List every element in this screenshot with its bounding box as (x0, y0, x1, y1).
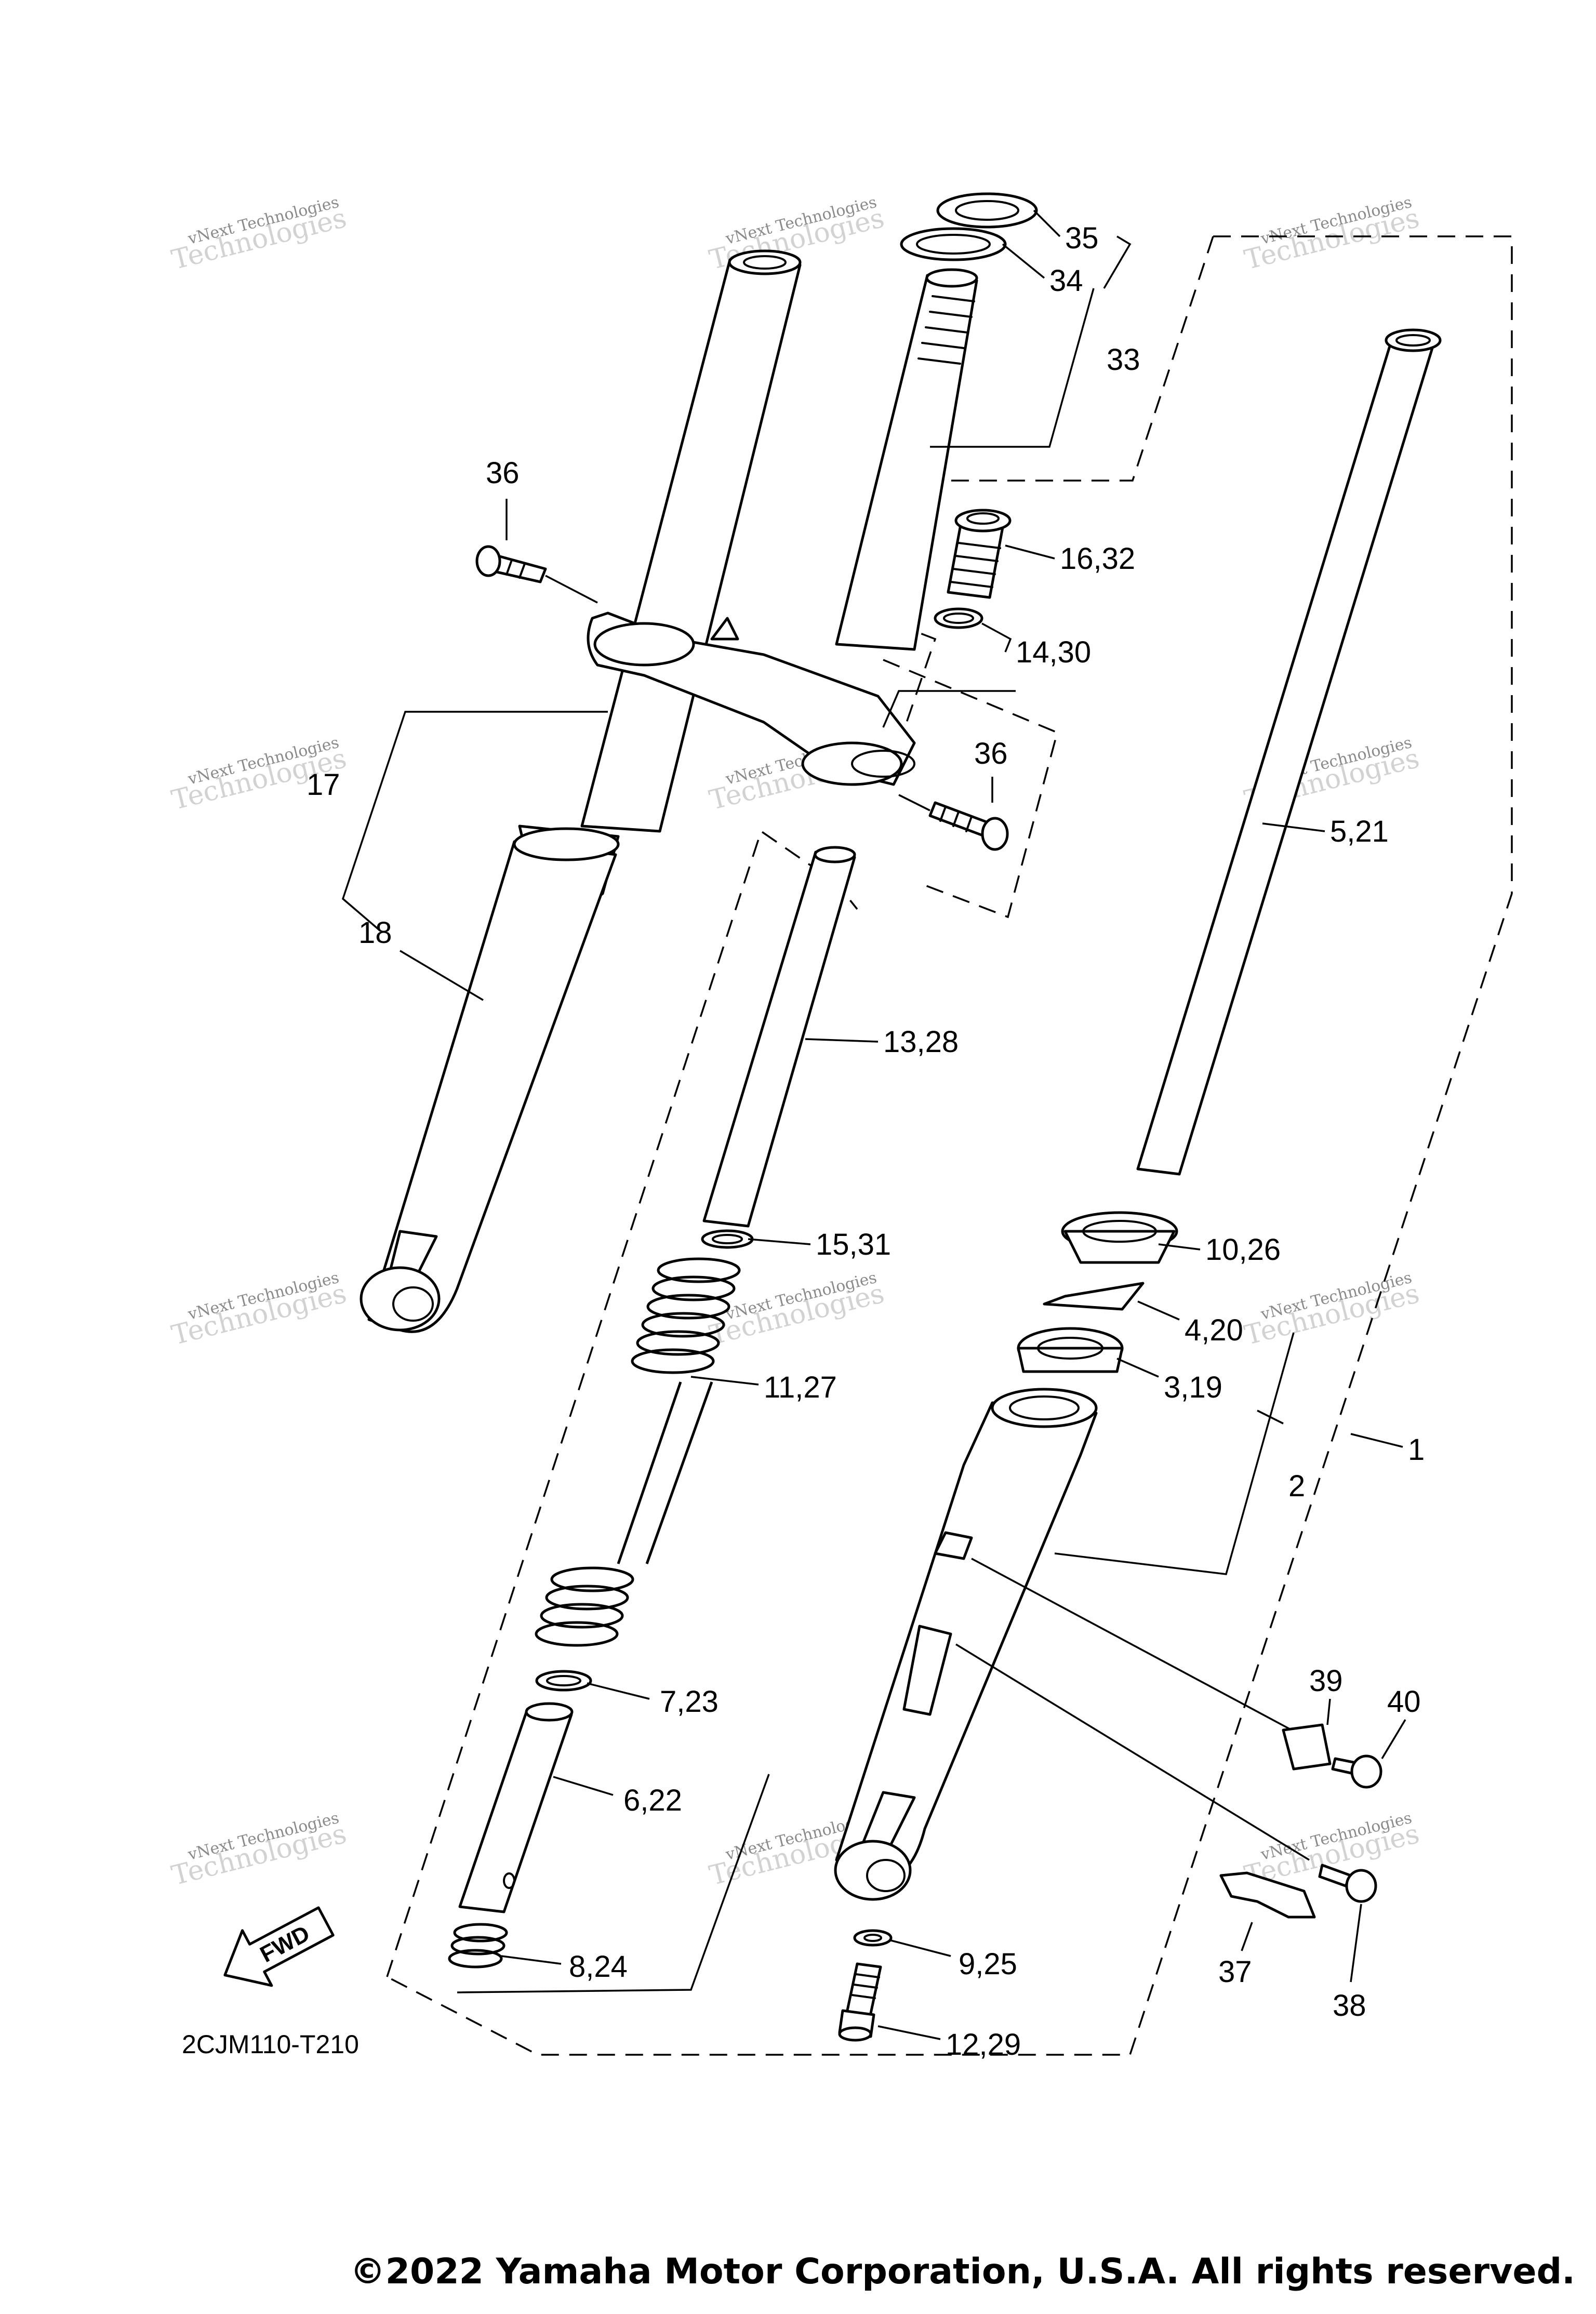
label-2: 2 (1288, 1469, 1305, 1503)
label-3-19: 3,19 (1164, 1371, 1222, 1404)
fork-spring (535, 1257, 741, 1647)
label-13-28: 13,28 (883, 1025, 959, 1059)
cap-bolt (947, 509, 1012, 599)
pinch-bolt-group-outline (883, 659, 1059, 919)
label-35: 35 (1065, 221, 1099, 255)
piston-ring (535, 1670, 592, 1692)
label-37: 37 (1218, 1955, 1252, 1989)
left-axle-boss (360, 1266, 441, 1332)
dust-seal (1061, 1211, 1178, 1264)
label-4-20: 4,20 (1185, 1313, 1243, 1347)
label-15-31: 15,31 (816, 1228, 891, 1261)
lower-bearing-race (900, 227, 1007, 261)
label-16-32: 16,32 (1060, 542, 1135, 576)
pinch-bolt-right (898, 794, 1009, 851)
label-34: 34 (1049, 264, 1083, 298)
label-18: 18 (358, 916, 392, 950)
copper-washer (853, 1929, 893, 1947)
copyright-notice: ©2022 Yamaha Motor Corporation, U.S.A. A… (350, 2251, 1575, 2292)
bolt-head (981, 817, 1009, 851)
spacer-collar (702, 850, 856, 1228)
part-labels: 35 34 33 36 16,32 14,30 36 17 18 5,21 13… (182, 221, 1425, 2062)
oil-seal (1017, 1327, 1124, 1373)
label-5-21: 5,21 (1330, 815, 1389, 848)
pinch-bolt-left (475, 545, 598, 604)
label-11-27: 11,27 (764, 1371, 837, 1404)
label-36-left: 36 (486, 456, 520, 490)
spring-seat-washer (701, 1229, 754, 1249)
fwd-arrow: FWD (223, 1906, 335, 1987)
steering-stem-assembly (587, 192, 1038, 786)
label-17: 17 (307, 768, 340, 802)
damper-group-outline (386, 830, 858, 1977)
label-6-22: 6,22 (623, 1784, 682, 1817)
hose-clamp (1282, 1723, 1332, 1771)
cap-bolt-o-ring (934, 607, 983, 629)
label-39: 39 (1309, 1664, 1343, 1698)
damper-bolt (838, 1962, 882, 2042)
bolt-head (475, 545, 501, 577)
damper-rod (458, 1708, 573, 1913)
label-12-29: 12,29 (946, 2028, 1021, 2062)
label-10-26: 10,26 (1205, 1233, 1281, 1267)
diagram-code: 2CJM110-T210 (182, 2030, 359, 2059)
bracket-bolt (1318, 1864, 1377, 1903)
label-40: 40 (1387, 1685, 1421, 1719)
label-8-24: 8,24 (569, 1950, 628, 1984)
label-38: 38 (1333, 1989, 1366, 2023)
label-1: 1 (1408, 1433, 1425, 1467)
right-outer-tube (834, 1388, 1098, 1901)
oil-seal-clip (1043, 1282, 1145, 1311)
clamp-bolt (1331, 1754, 1382, 1789)
label-36-right: 36 (974, 737, 1008, 770)
right-axle-boss (834, 1840, 912, 1901)
label-33: 33 (1107, 343, 1140, 377)
label-9-25: 9,25 (959, 1947, 1017, 1981)
leader-lines (341, 209, 1406, 2040)
under-bracket-left-clamp (593, 622, 695, 667)
rebound-spring (448, 1923, 508, 1969)
left-inner-tube (580, 258, 802, 833)
brake-hose-bracket (1219, 1871, 1316, 1919)
left-inner-tube-top (728, 249, 802, 275)
left-fork-leg-assembly (360, 249, 802, 1333)
upper-bearing-race (936, 192, 1038, 229)
label-14-30: 14,30 (1016, 635, 1091, 669)
label-7-23: 7,23 (660, 1685, 719, 1719)
